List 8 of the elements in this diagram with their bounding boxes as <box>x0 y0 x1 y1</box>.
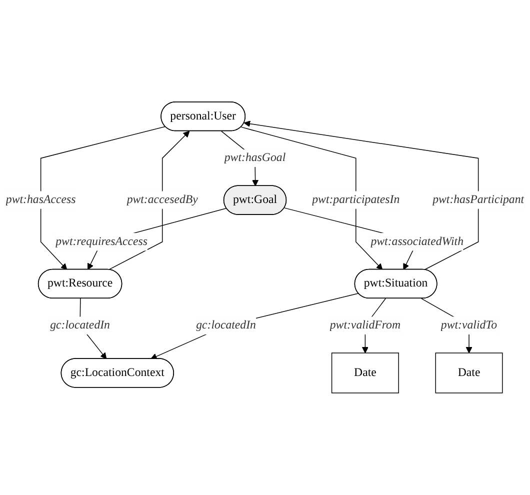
arrow <box>108 130 190 270</box>
arrow <box>40 126 166 270</box>
node-box: Date <box>331 352 399 394</box>
arrow <box>240 126 383 270</box>
arrow <box>150 293 359 360</box>
edge-label: gc:locatedIn <box>50 318 110 332</box>
node-box: Date <box>435 352 503 394</box>
edge-label: gc:locatedIn <box>196 318 256 332</box>
